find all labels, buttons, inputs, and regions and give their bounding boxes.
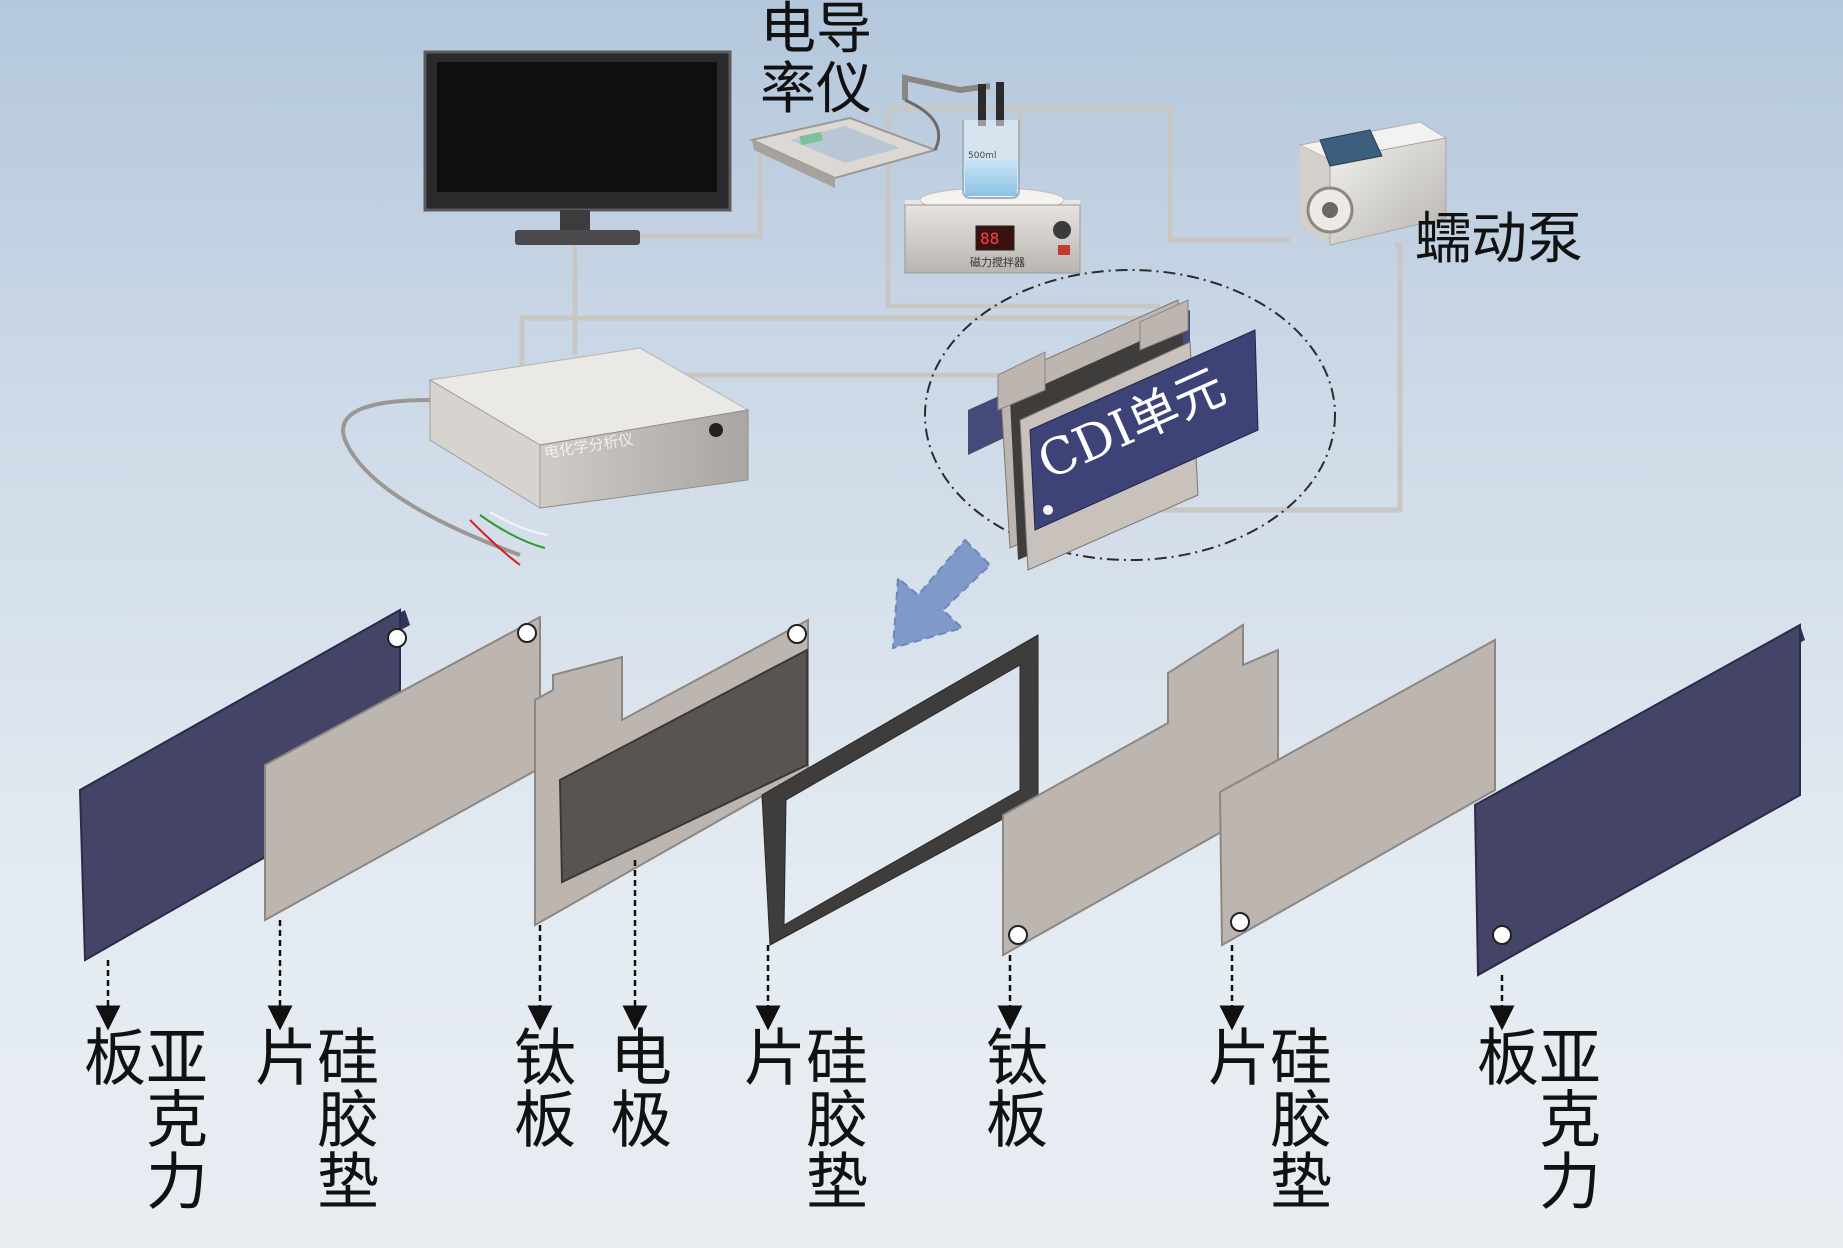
exploded-view bbox=[78, 608, 1805, 977]
layer-acrylic-2 bbox=[1473, 623, 1805, 977]
layer-label-silicone-1: 硅胶垫片 bbox=[244, 1025, 379, 1211]
stirrer-digits: 88 bbox=[980, 229, 999, 248]
cdi-unit: CDI单元 bbox=[968, 299, 1259, 571]
layer-label-titanium-1: 钛板 bbox=[503, 1025, 576, 1149]
conductivity-label-line2: 率仪 bbox=[760, 57, 872, 122]
electrode bbox=[558, 648, 808, 884]
silicone-2-hole bbox=[1230, 912, 1250, 932]
monitor-screen bbox=[437, 62, 717, 192]
pipe-pump-cell bbox=[1048, 242, 1403, 513]
layer-label-titanium-2: 钛板 bbox=[975, 1025, 1048, 1149]
layer-label-acrylic-2: 亚克力板 bbox=[1466, 1025, 1601, 1211]
meter-probe-1 bbox=[978, 84, 986, 126]
beaker: 500ml bbox=[962, 120, 1020, 199]
titanium-1-hole bbox=[787, 624, 807, 644]
meter-arm bbox=[902, 74, 991, 100]
layer-label-silicone-3: 硅胶垫片 bbox=[1197, 1025, 1332, 1211]
meter-front bbox=[752, 140, 835, 188]
titanium-2-hole bbox=[1008, 925, 1028, 945]
cdi-tab-1 bbox=[997, 351, 1046, 411]
layer-label-silicone-2: 硅胶垫片 bbox=[733, 1025, 868, 1211]
cdi-front-plate bbox=[1029, 329, 1259, 531]
analyzer-side bbox=[429, 379, 541, 509]
pipe-monitor-meter bbox=[640, 150, 763, 239]
pump-rotor bbox=[1322, 202, 1338, 218]
leader-arrows bbox=[95, 860, 1515, 1031]
silicone-1-hole bbox=[517, 623, 537, 643]
electrochemical-analyzer: 电化学分析仪 bbox=[341, 347, 750, 566]
stirrer-text: 磁力搅拌器 bbox=[970, 255, 1025, 269]
lead-green bbox=[479, 514, 546, 549]
cdi-tab-2 bbox=[1139, 299, 1189, 351]
beaker-text: 500ml bbox=[968, 151, 996, 161]
explode-arrow-shape bbox=[891, 538, 992, 650]
stirrer-display bbox=[975, 225, 1015, 251]
meter-probe-cable bbox=[904, 98, 941, 151]
monitor-neck bbox=[560, 210, 590, 232]
analyzer-cable bbox=[341, 398, 521, 557]
pump-screen bbox=[1319, 129, 1383, 167]
magnetic-stirrer: 88 磁力搅拌器 bbox=[904, 187, 1081, 274]
meter-probe-2 bbox=[996, 82, 1004, 126]
layer-titanium-2 bbox=[1002, 623, 1279, 957]
meter-display bbox=[799, 131, 823, 146]
stirrer-switch bbox=[1058, 245, 1070, 255]
layer-silicone-2 bbox=[1218, 638, 1496, 947]
cdi-dashed-circle bbox=[924, 269, 1336, 561]
beaker-water bbox=[965, 160, 1017, 196]
conductivity-meter bbox=[748, 74, 1004, 188]
monitor bbox=[423, 50, 732, 245]
pipe-meter-cell bbox=[888, 105, 1290, 243]
pump-label: 蠕动泵 bbox=[1415, 207, 1583, 272]
cdi-port bbox=[1043, 505, 1053, 515]
acrylic-right-hole bbox=[1492, 925, 1512, 945]
silicone-pad-2 bbox=[1218, 638, 1496, 947]
explode-arrow bbox=[891, 538, 992, 650]
titanium-plate-2 bbox=[1002, 623, 1279, 957]
peristaltic-pump bbox=[1298, 121, 1448, 246]
layer-label-acrylic-1: 亚克力板 bbox=[73, 1025, 208, 1211]
conductivity-label-line1: 电导 bbox=[760, 0, 872, 62]
acrylic-plate-right bbox=[1473, 623, 1801, 977]
stirrer-knob bbox=[1053, 221, 1071, 239]
acrylic-left-hole bbox=[387, 628, 407, 648]
analyzer-port bbox=[709, 423, 723, 437]
monitor-stand bbox=[515, 230, 640, 245]
lead-white bbox=[489, 511, 549, 536]
lead-red bbox=[469, 519, 521, 566]
layer-label-electrode: 电极 bbox=[599, 1025, 672, 1149]
pipe-beaker-cell bbox=[885, 108, 1160, 309]
